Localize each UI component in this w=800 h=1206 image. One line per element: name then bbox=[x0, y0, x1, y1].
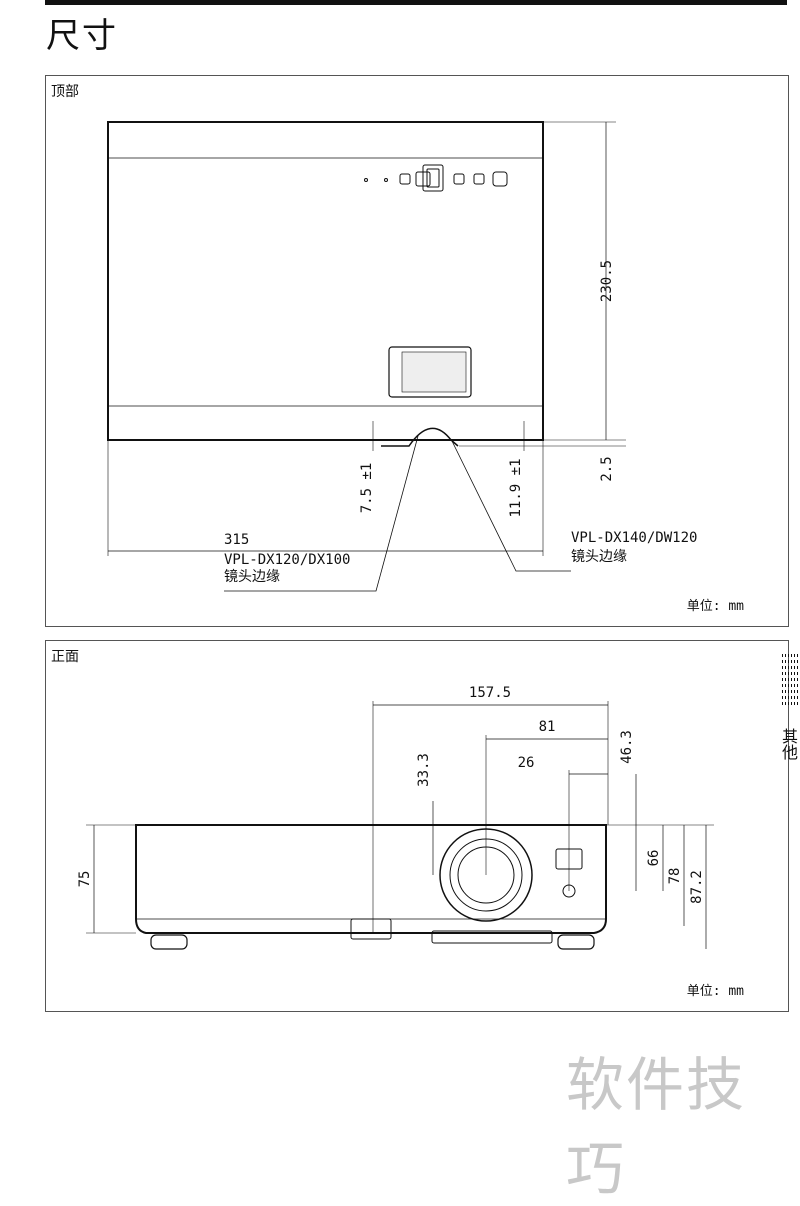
callout-right-model: VPL-DX140/DW120 bbox=[571, 530, 697, 546]
page-title: 尺寸 bbox=[46, 16, 118, 56]
projector-body-top bbox=[107, 121, 544, 441]
front-view-label: 正面 bbox=[51, 649, 79, 665]
top-rule bbox=[45, 0, 787, 5]
front-view-drawing: 157.5 81 26 46.3 33.3 75 66 78 87.2 bbox=[77, 685, 714, 950]
dim-78: 78 bbox=[667, 868, 683, 885]
control-buttons bbox=[364, 164, 508, 192]
top-view-panel: 顶部 bbox=[45, 75, 789, 627]
dim-157: 157.5 bbox=[469, 685, 511, 701]
dim-lens-a: 7.5 ±1 bbox=[359, 463, 375, 514]
foot-left bbox=[150, 934, 188, 950]
dim-66: 66 bbox=[646, 850, 662, 867]
elevator-foot bbox=[350, 918, 392, 940]
unit-label: 单位: mm bbox=[686, 984, 744, 999]
lens-outline bbox=[381, 427, 459, 447]
dim-width: 315 bbox=[224, 532, 249, 548]
dim-offset: 2.5 bbox=[599, 456, 615, 481]
dim-lens-b: 11.9 ±1 bbox=[508, 458, 524, 517]
callout-left-model: VPL-DX120/DX100 bbox=[224, 552, 350, 568]
side-tab bbox=[782, 654, 800, 708]
top-view-drawing: 230.5 2.5 7.5 ±1 11.9 ±1 315 VPL-DX120/D… bbox=[107, 121, 697, 592]
side-tab-label: 其他 bbox=[779, 728, 798, 760]
front-view-panel: 正面 bbox=[45, 640, 789, 1012]
watermark: 软件技巧 bbox=[566, 1051, 747, 1203]
projector-body-front bbox=[135, 824, 607, 934]
callout-right-caption: 镜头边缘 bbox=[571, 549, 627, 565]
dim-26: 26 bbox=[518, 755, 535, 771]
foot-right bbox=[557, 934, 595, 950]
top-view-label: 顶部 bbox=[51, 84, 79, 100]
dim-33: 33.3 bbox=[416, 753, 432, 787]
dim-depth: 230.5 bbox=[599, 260, 615, 302]
dim-75: 75 bbox=[77, 871, 93, 888]
vent-grille bbox=[388, 346, 472, 398]
unit-label: 单位: mm bbox=[686, 599, 744, 614]
callout-left-caption: 镜头边缘 bbox=[224, 569, 280, 585]
dim-81: 81 bbox=[539, 719, 556, 735]
dim-46: 46.3 bbox=[619, 730, 635, 764]
dim-87: 87.2 bbox=[689, 870, 705, 904]
